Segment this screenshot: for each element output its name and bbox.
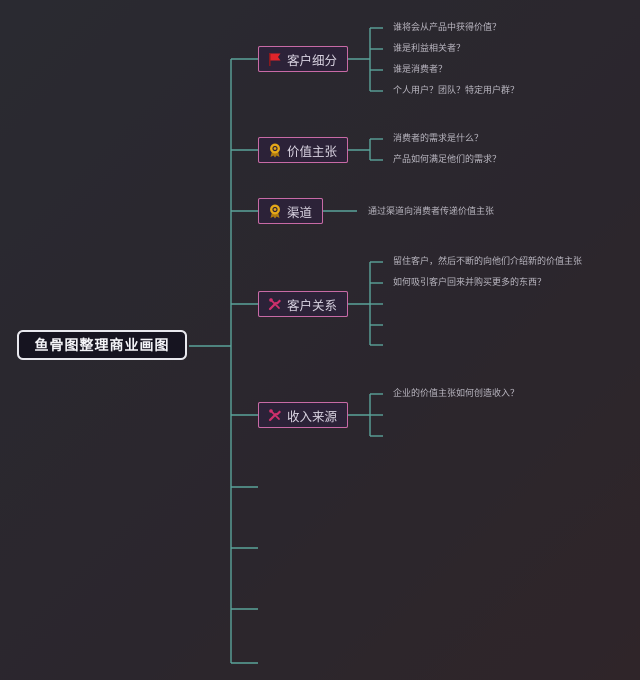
leaf-item[interactable]: 企业的价值主张如何创造收入？ <box>393 389 520 399</box>
red-flag-icon <box>269 53 281 66</box>
leaf-item[interactable]: 产品如何满足他们的需求？ <box>393 155 502 165</box>
award-ribbon-icon <box>270 204 280 219</box>
leaf-item[interactable]: 个人用户？团队？特定用户群？ <box>393 86 520 96</box>
root-topic-label: 鱼骨图整理商业画图 <box>34 338 170 354</box>
branch-channels[interactable]: 渠道 <box>258 198 323 224</box>
branch-customer-relationships[interactable]: 客户关系 <box>258 291 348 317</box>
leaf-item[interactable]: 如何吸引客户回来并购买更多的东西？ <box>393 278 547 288</box>
branch-label: 客户关系 <box>287 297 338 313</box>
tools-icon <box>268 298 281 311</box>
branch-label: 客户细分 <box>287 52 338 68</box>
leaf-item[interactable]: 谁将会从产品中获得价值？ <box>393 23 502 33</box>
branch-label: 收入来源 <box>287 408 338 424</box>
leaf-item[interactable]: 消费者的需求是什么？ <box>393 134 484 144</box>
branch-label: 渠道 <box>287 204 313 220</box>
branch-value-proposition[interactable]: 价值主张 <box>258 137 348 163</box>
root-topic[interactable]: 鱼骨图整理商业画图 <box>17 330 187 360</box>
award-ribbon-icon <box>270 143 280 158</box>
branch-label: 价值主张 <box>287 143 338 159</box>
leaf-item[interactable]: 谁是消费者？ <box>393 65 448 75</box>
branch-customer-segments[interactable]: 客户细分 <box>258 46 348 72</box>
tools-icon <box>268 409 281 422</box>
leaf-item[interactable]: 通过渠道向消费者传递价值主张 <box>368 207 495 217</box>
leaf-item[interactable]: 谁是利益相关者？ <box>393 44 466 54</box>
leaf-item[interactable]: 留住客户，然后不断的向他们介绍新的价值主张 <box>393 257 583 267</box>
branch-revenue-streams[interactable]: 收入来源 <box>258 402 348 428</box>
